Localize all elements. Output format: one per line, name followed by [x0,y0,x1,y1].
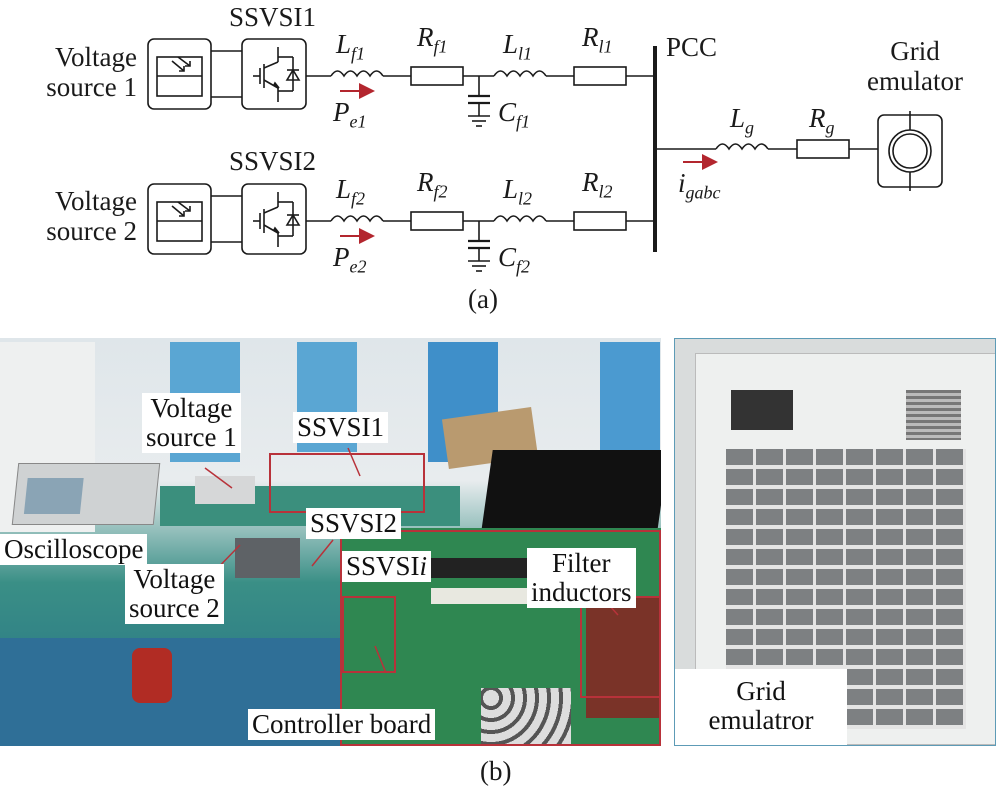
rg-label: Rg [809,103,835,138]
caption-a: (a) [468,284,498,314]
inductor-lf2 [330,215,384,223]
ssvsi2-label: SSVSI2 [229,146,317,176]
controller-board-highlight [342,596,396,673]
leader-ssvsi1 [347,447,361,477]
fire-extinguisher [132,648,172,703]
voltage-source-2-label: Voltage source 2 [46,186,137,246]
grid-emulator-symbol [877,111,943,191]
leader-ssvsi2 [311,539,334,567]
vent-grille-top [906,390,961,440]
inductor-lg [715,143,769,151]
voltage-source-1-symbol [147,38,212,110]
display-panel [731,390,793,430]
rf1-label: Rf1 [417,22,448,57]
photo-label-grid-emulator: Grid emulatror [675,669,847,745]
photo-label-ssvsii: SSVSIi [342,551,432,582]
photo-label-filter-inductors: Filter inductors [527,548,636,608]
caption-b: (b) [480,756,512,786]
cf2-label: Cf2 [498,242,531,277]
pcc-label: PCC [666,32,718,62]
pe2-label: Pe2 [333,242,367,277]
lf1-label: Lf1 [336,29,366,64]
inductor-lf1 [330,70,384,78]
grid-emulator-photo: Grid emulatror [674,338,996,746]
ll1-label: Ll1 [503,29,533,64]
inverter-2-symbol [241,183,307,255]
inductor-ll2 [493,215,547,223]
lf2-label: Lf2 [336,174,366,209]
filter-inductors-device [586,598,661,718]
ssvsi1-label: SSVSI1 [229,2,317,32]
rf2-label: Rf2 [417,167,448,202]
window-panel [600,342,660,452]
ll2-label: Ll2 [503,174,533,209]
pe1-label: Pe1 [333,97,367,132]
lab-setup-photo: Voltage source 1 SSVSI1 SSVSI2 Oscillosc… [0,338,661,746]
photo-label-oscilloscope: Oscilloscope [0,534,148,565]
grid-emulator-label: Grid emulator [867,36,963,96]
photo-label-ssvsi1: SSVSI1 [293,412,389,443]
lg-label: Lg [730,103,755,138]
leader-voltage-source-1 [204,467,233,489]
inverter-1-symbol [241,38,307,110]
igabc-label: igabc [678,168,721,203]
cf1-label: Cf1 [498,97,531,132]
rl1-label: Rl1 [582,22,613,57]
photo-label-controller-board: Controller board [248,709,436,740]
resistor-rf1 [410,66,464,86]
photo-label-voltage-source-2: Voltage source 2 [125,564,224,624]
capacitor-cf2 [468,221,490,272]
capacitor-cf1 [468,76,490,127]
rl2-label: Rl2 [582,167,613,202]
voltage-source-2-device [235,538,300,578]
circuit-schematic [147,38,943,272]
leader-controller-board [374,645,387,674]
resistor-rg [796,139,850,159]
voltage-source-1-label: Voltage source 1 [46,42,137,102]
photo-label-ssvsi2: SSVSI2 [306,508,402,539]
inductor-ll1 [493,70,547,78]
voltage-source-1-device [195,476,255,504]
photo-label-voltage-source-1: Voltage source 1 [142,393,241,453]
resistor-rl1 [573,66,627,86]
voltage-source-2-symbol [147,183,212,255]
resistor-rf2 [410,211,464,231]
resistor-rl2 [573,211,627,231]
